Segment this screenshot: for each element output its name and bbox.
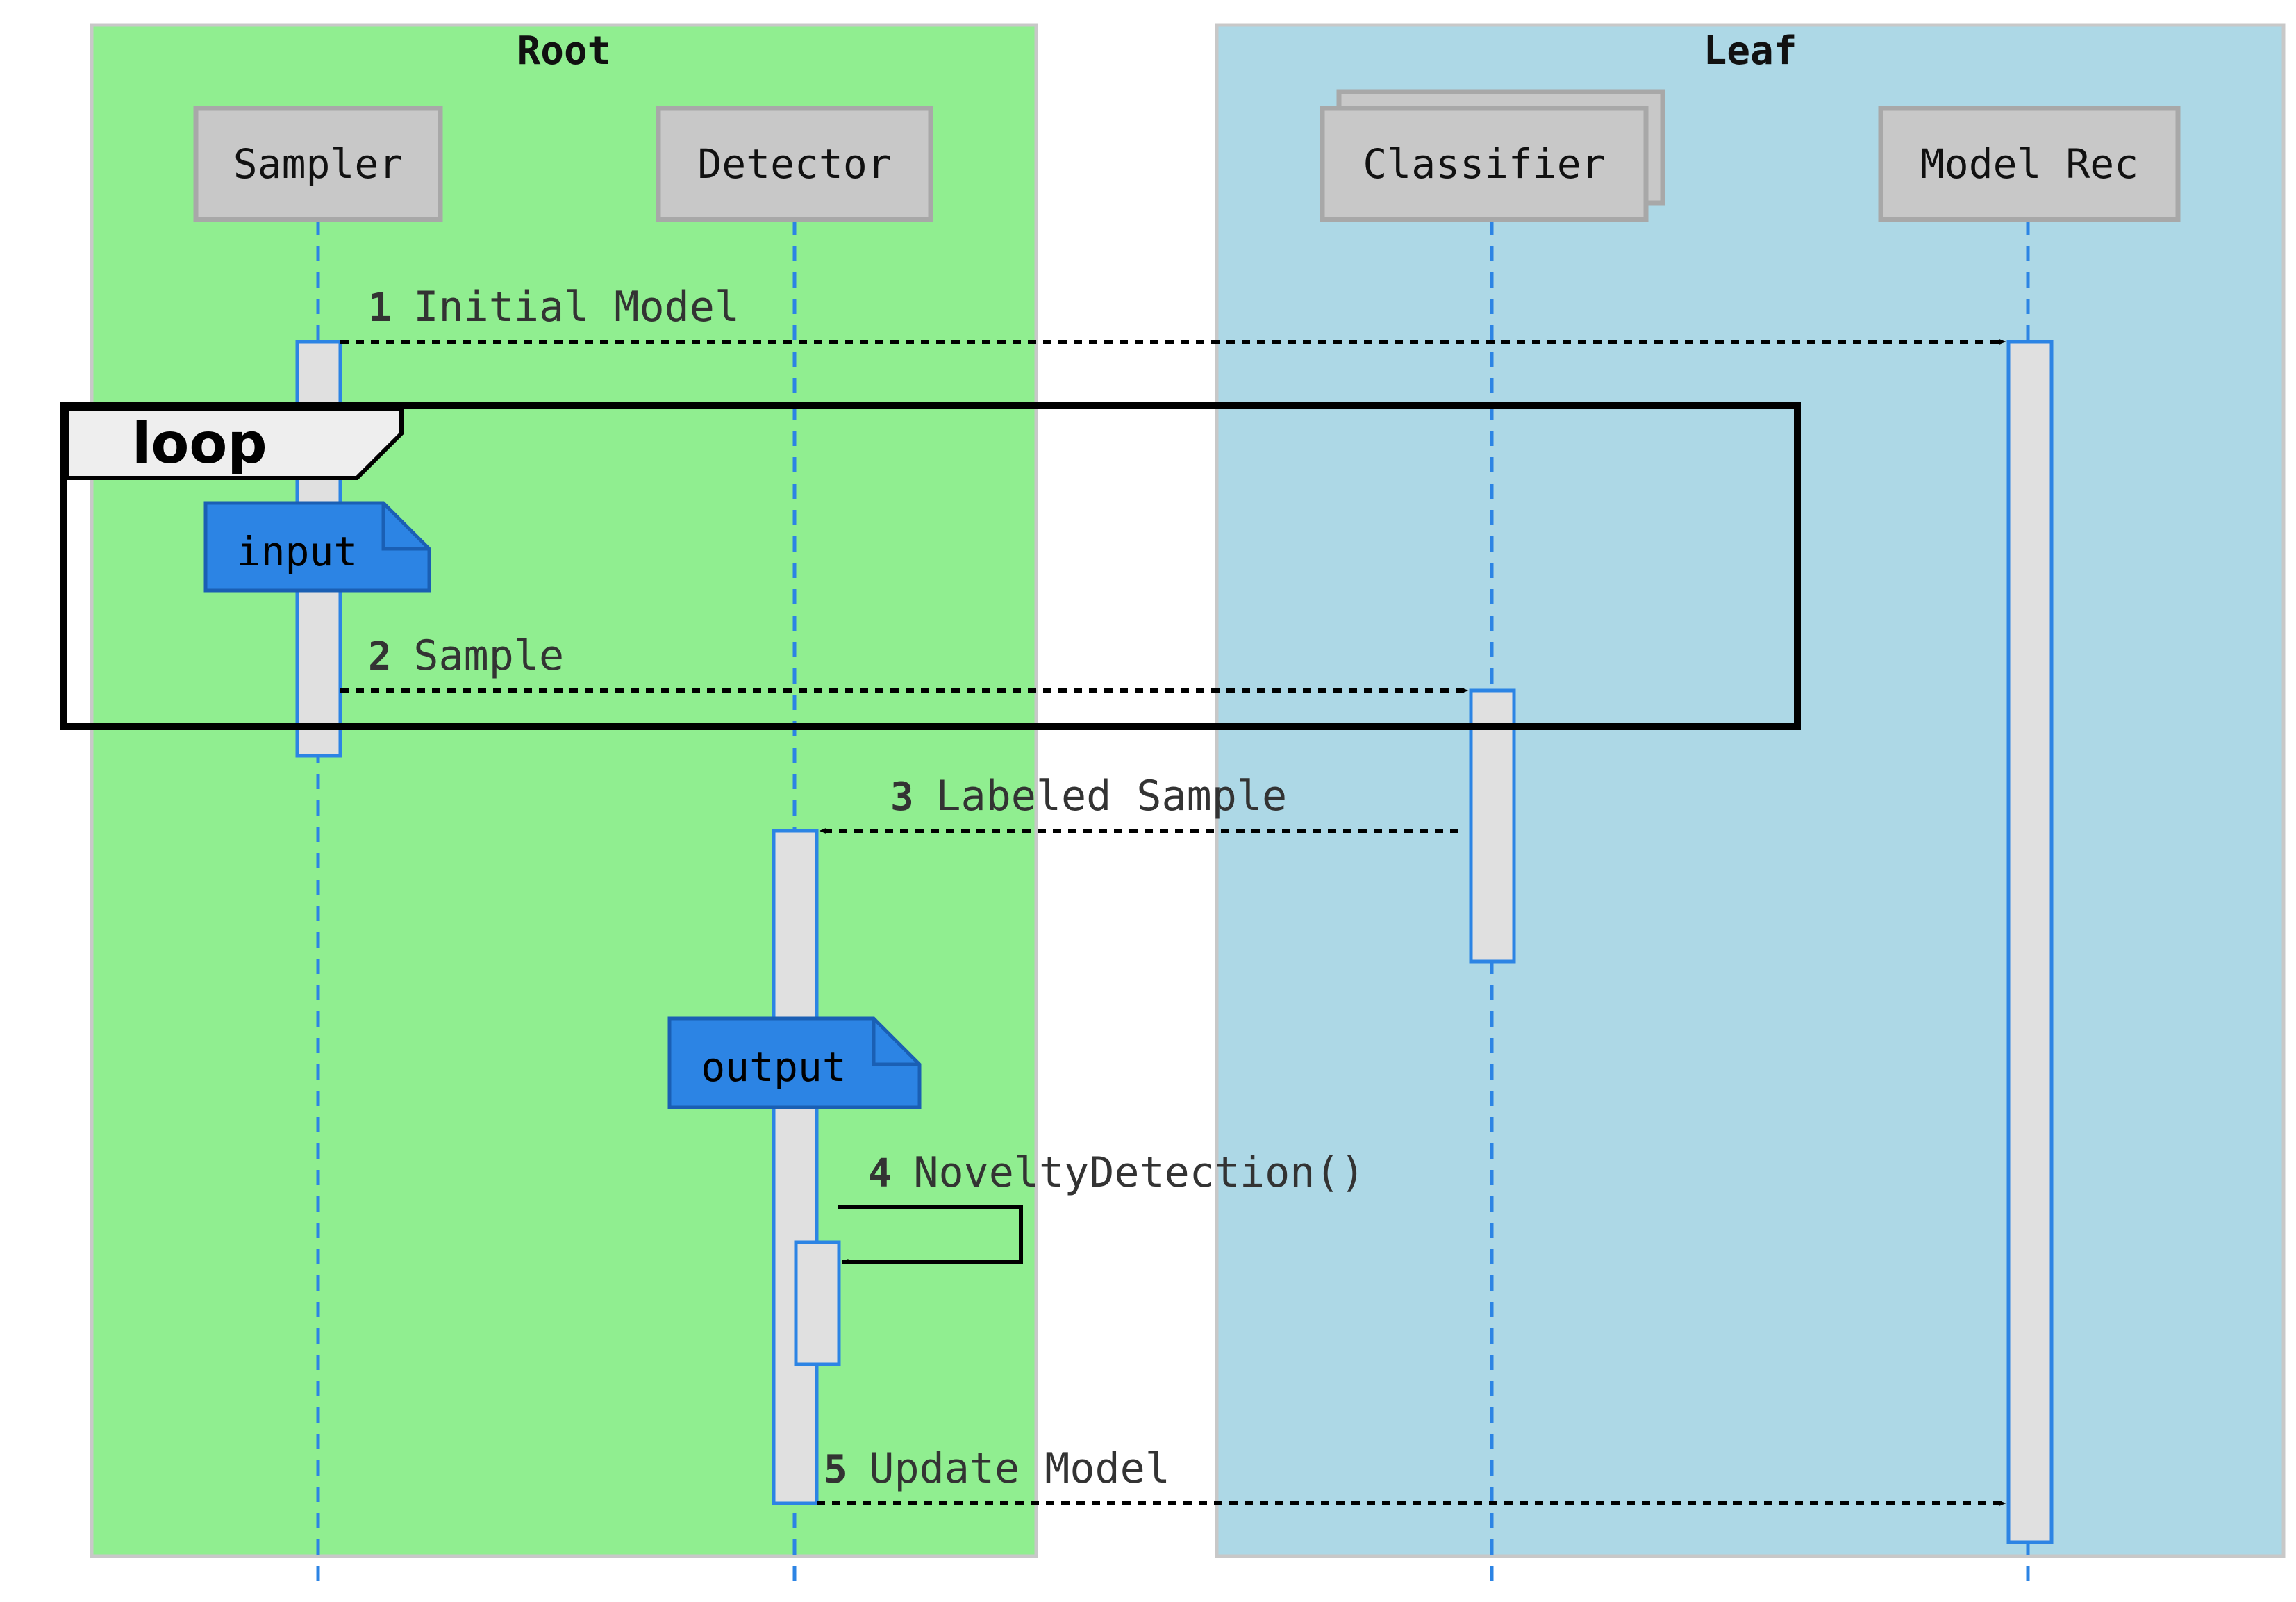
loop-label: loop	[132, 411, 267, 476]
participant-sampler-label: Sampler	[233, 140, 403, 188]
root-box	[90, 23, 1038, 1558]
participant-classifier: Classifier	[1320, 89, 1665, 222]
message-5-number: 5	[824, 1447, 847, 1492]
message-2-text: Sample	[413, 631, 564, 680]
loop-fragment: loop	[60, 402, 1801, 730]
participant-model-rec: Model Rec	[1878, 106, 2181, 222]
svg-text:1 Initial Model: 1 Initial Model	[368, 283, 740, 331]
root-box-title: Root	[517, 28, 611, 74]
detector-activation	[772, 829, 819, 1505]
message-2-number: 2	[368, 634, 392, 679]
leaf-box	[1215, 23, 2286, 1558]
message-2: 2 Sample	[340, 631, 1469, 693]
svg-text:3 Labeled Sample: 3 Labeled Sample	[890, 772, 1287, 820]
participant-detector-label: Detector	[697, 140, 891, 188]
message-1-text: Initial Model	[413, 283, 740, 331]
message-4: 4 NoveltyDetection()	[838, 1148, 1365, 1264]
message-4-number: 4	[868, 1151, 892, 1196]
svg-text:5 Update Model: 5 Update Model	[824, 1444, 1170, 1493]
note-input: input	[203, 501, 431, 593]
message-4-text: NoveltyDetection()	[913, 1148, 1365, 1197]
participant-detector: Detector	[656, 106, 933, 222]
message-5: 5 Update Model	[817, 1444, 2006, 1506]
message-1-number: 1	[368, 286, 392, 331]
model-rec-activation	[2006, 340, 2054, 1544]
message-3-text: Labeled Sample	[935, 772, 1287, 820]
classifier-activation	[1469, 688, 1516, 964]
leaf-box-title: Leaf	[1704, 28, 1797, 74]
svg-text:2 Sample: 2 Sample	[368, 631, 564, 680]
svg-text:4 NoveltyDetection(): 4 NoveltyDetection()	[868, 1148, 1365, 1197]
participant-classifier-label: Classifier	[1363, 140, 1605, 188]
message-3: 3 Labeled Sample	[819, 772, 1458, 834]
loop-tab	[65, 406, 404, 480]
detector-nested-activation	[794, 1240, 841, 1366]
participant-model-rec-label: Model Rec	[1920, 140, 2138, 188]
note-input-text: input	[237, 528, 358, 575]
message-3-number: 3	[890, 775, 914, 820]
message-1: 1 Initial Model	[340, 283, 2006, 345]
note-output-text: output	[701, 1043, 847, 1091]
participant-sampler: Sampler	[193, 106, 443, 222]
message-5-text: Update Model	[869, 1444, 1170, 1493]
note-output: output	[667, 1016, 922, 1109]
